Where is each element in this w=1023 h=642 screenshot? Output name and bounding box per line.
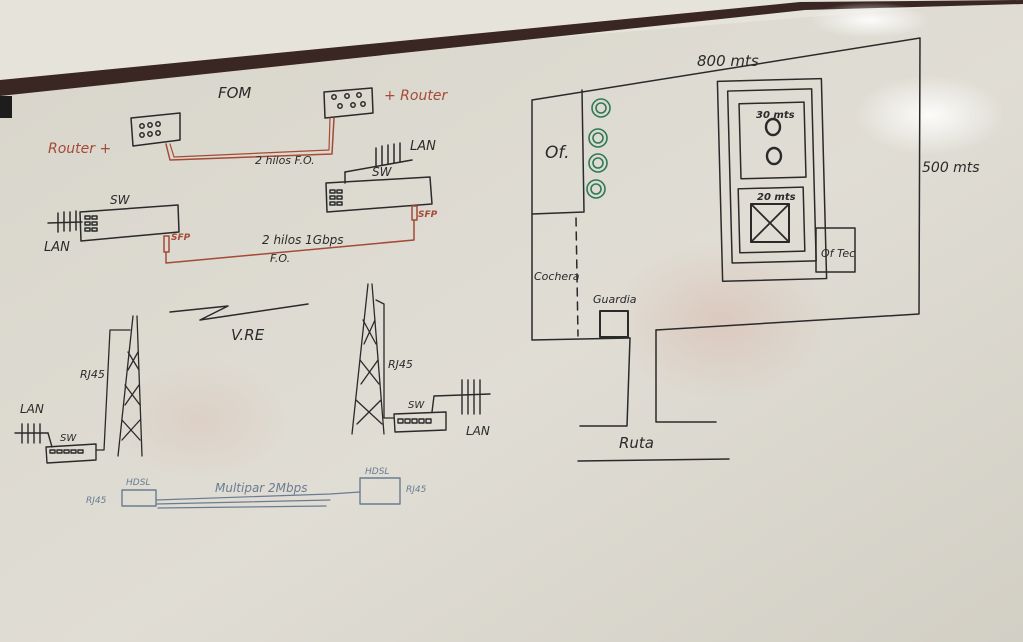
hdsl-right-device (359, 477, 401, 505)
road-entrance (579, 329, 717, 427)
label-800-mts: 800 mts (697, 52, 759, 70)
road-line (577, 458, 730, 462)
radio-link (169, 303, 309, 321)
label-sfp-left: SFP (171, 233, 191, 243)
label-hdsl-right: HDSL (365, 467, 389, 477)
multipar-link (155, 491, 361, 509)
label-sw-top-right: SW (372, 165, 393, 179)
label-fom: FOM (218, 84, 251, 102)
switch-lower-right (393, 379, 491, 433)
label-office: Of. (545, 143, 569, 163)
label-garage: Cochera (534, 270, 580, 283)
switch-left (47, 204, 180, 242)
switch-top-right (325, 142, 433, 213)
label-fo-bottom: F.O. (270, 252, 290, 265)
label-guard: Guardia (593, 293, 637, 306)
office-tec-block (815, 227, 856, 273)
tank-30-circle-top (764, 117, 782, 137)
site-perimeter (531, 37, 921, 341)
garage-divider (575, 217, 579, 337)
label-lan-lower-right: LAN (466, 424, 490, 438)
label-rj45-right: RJ45 (388, 358, 413, 371)
label-2hilos-1gbps: 2 hilos 1Gbps (262, 233, 344, 247)
antenna-markers (586, 98, 611, 199)
label-sw-left: SW (110, 193, 131, 207)
label-tank-20: 20 mts (757, 192, 796, 203)
label-rj45-left: RJ45 (80, 368, 105, 381)
router-right-device (323, 87, 374, 119)
label-rj45-bottom-left: RJ45 (86, 496, 107, 506)
switch-lower-left (14, 423, 97, 464)
label-lan-left: LAN (44, 240, 70, 255)
office-block (531, 89, 585, 215)
tanks-outer-block (716, 77, 828, 283)
label-route: Ruta (619, 434, 654, 452)
label-sw-lower-right: SW (408, 400, 425, 411)
label-sfp-right: SFP (418, 210, 438, 220)
tank-30-box (738, 101, 807, 180)
glare (855, 75, 1005, 155)
tanks-inner-block (726, 88, 817, 264)
label-multipar: Multipar 2Mbps (215, 481, 308, 495)
label-tank-30: 30 mts (756, 110, 795, 121)
network-diagram: FOM Router + + Router 2 hilos F.O. (14, 84, 491, 509)
router-left-device (130, 112, 181, 147)
label-500-mts: 500 mts (922, 160, 980, 176)
label-lan-lower-left: LAN (20, 402, 44, 416)
label-office-tec: Of Tec (821, 247, 855, 260)
label-2hilos-fo: 2 hilos F.O. (255, 154, 315, 167)
tower-left (95, 315, 143, 457)
fiber-link-bottom (165, 219, 415, 264)
label-lan-top-right: LAN (410, 139, 436, 154)
label-hdsl-left: HDSL (126, 478, 150, 488)
tank-20-box (737, 186, 806, 254)
guard-booth (599, 310, 629, 338)
fiber-link-top (165, 117, 335, 161)
label-vre: V.RE (231, 326, 265, 344)
label-rj45-bottom-right: RJ45 (406, 485, 427, 495)
label-router-left: Router + (48, 141, 111, 157)
tower-right (351, 283, 395, 435)
tank-30-circle-bottom (765, 146, 783, 166)
site-map-labels: 800 mts 500 mts Of. Cochera Guardia Ruta… (534, 52, 980, 452)
tank-20-inner (750, 203, 790, 243)
label-sw-lower-left: SW (60, 433, 77, 444)
label-router-right: + Router (384, 88, 448, 104)
hdsl-left-device (121, 489, 157, 507)
site-map (531, 37, 921, 462)
